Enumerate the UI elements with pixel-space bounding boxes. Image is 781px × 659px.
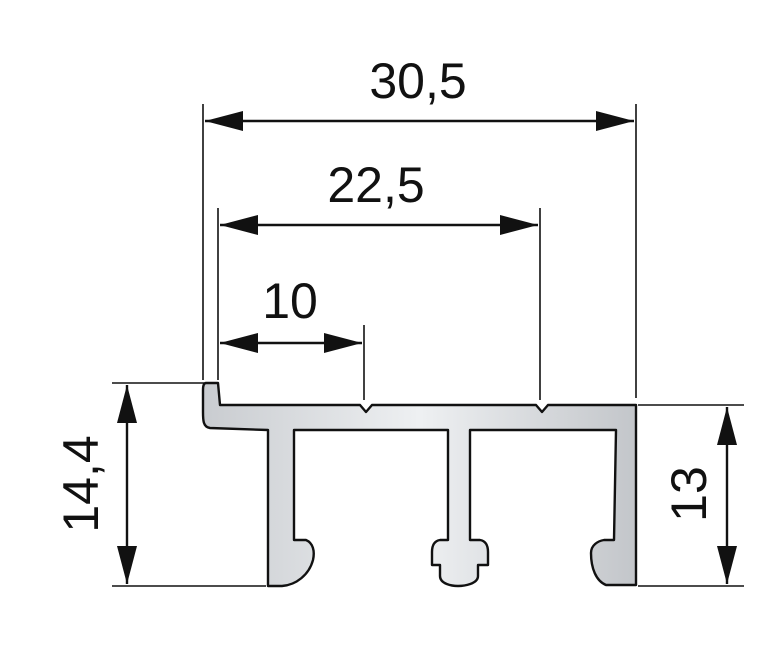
arrow-right (596, 111, 634, 131)
arrow-left (220, 333, 258, 353)
arrow-right (500, 215, 538, 235)
arrow-left (205, 111, 243, 131)
arrow-right (324, 333, 362, 353)
arrow-bottom (117, 546, 137, 584)
dimension-body-height: 13 (661, 407, 737, 584)
arrow-left (220, 215, 258, 235)
overall-width-label: 30,5 (369, 53, 466, 109)
first-width-label: 10 (262, 273, 318, 329)
body-height-label: 13 (661, 466, 717, 522)
total-height-label: 14,4 (53, 435, 109, 532)
arrow-bottom (717, 546, 737, 584)
arrow-top (717, 407, 737, 445)
dimension-middle-width: 22,5 (220, 157, 538, 235)
extension-lines (112, 104, 744, 587)
dimension-overall-width: 30,5 (205, 53, 634, 131)
middle-width-label: 22,5 (327, 157, 424, 213)
dimension-first-width: 10 (220, 273, 362, 353)
arrow-top (117, 385, 137, 423)
rail-profile (201, 381, 638, 588)
profile-outline (201, 381, 638, 588)
dimension-total-height: 14,4 (53, 385, 137, 584)
